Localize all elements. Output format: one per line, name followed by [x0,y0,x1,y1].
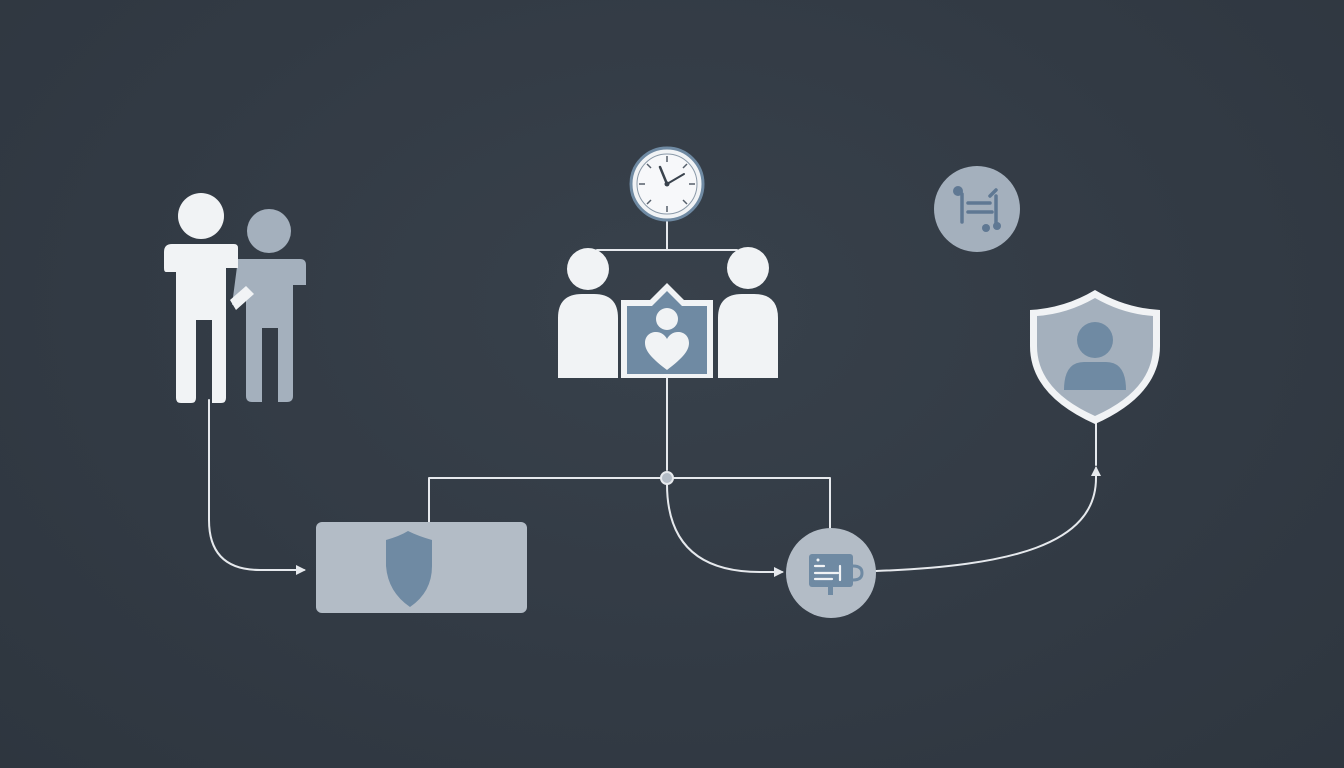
connector-junction-to-monitor [666,483,784,577]
connectors [208,217,1101,577]
shield-box-icon [316,522,527,613]
people-heart-shield-icon [558,247,778,378]
connector-junction-bar [428,477,831,529]
clock-icon [629,146,705,222]
user-shield-icon [1030,290,1160,424]
connector-monitor-to-user [875,466,1101,572]
monitor-icon [786,528,876,618]
connector-people-to-box [208,399,306,575]
shield-icon [386,531,432,607]
tools-icon [934,166,1020,252]
connector-junction [660,471,674,485]
two-people-icon [164,193,306,403]
